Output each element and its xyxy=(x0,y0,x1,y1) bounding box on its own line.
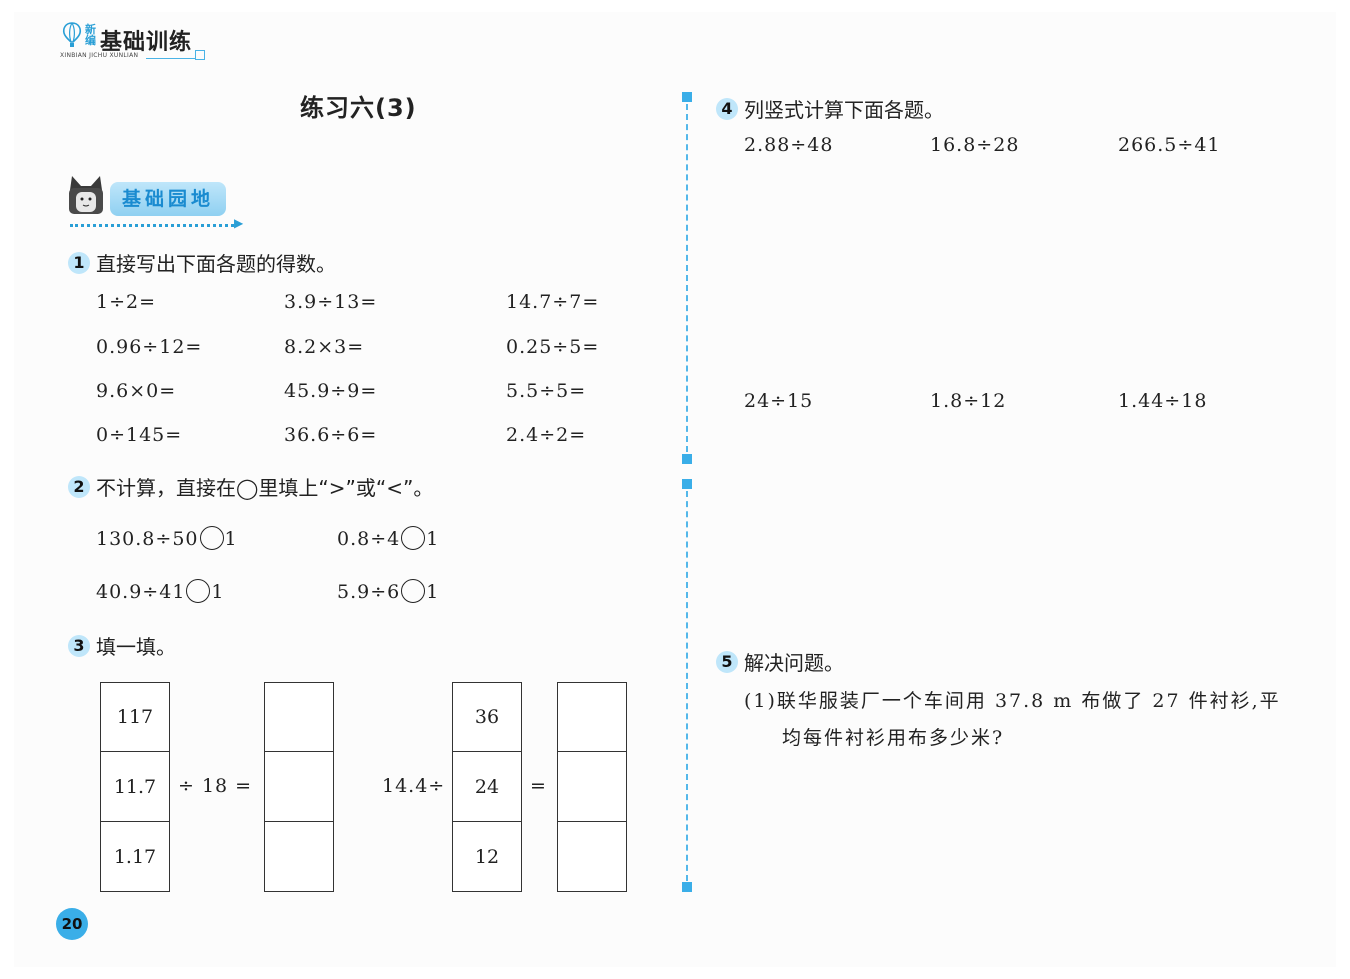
q5-number: 5 xyxy=(716,650,738,673)
q1-expr: 9.6×0= xyxy=(96,380,177,402)
divider-marker xyxy=(682,882,692,892)
q2-number: 2 xyxy=(68,475,90,498)
q3-cell: 12 xyxy=(452,822,522,892)
q2-value: 1 xyxy=(211,581,225,603)
answer-circle[interactable] xyxy=(401,579,426,603)
q3-left-dividends: 117 11.7 1.17 xyxy=(100,682,170,892)
page-background xyxy=(14,12,1336,967)
q2-value: 1 xyxy=(426,581,440,603)
q1-expr: 8.2×3= xyxy=(284,336,365,358)
q2-heading: 2 不计算，直接在◯里填上“>”或“<”。 xyxy=(68,472,433,501)
q3-left-operator: ÷ 18 = xyxy=(178,775,253,797)
q3-number: 3 xyxy=(68,634,90,657)
balloon-icon xyxy=(62,22,82,47)
cat-mascot-icon xyxy=(69,176,103,214)
q1-expr: 45.9÷9= xyxy=(284,380,378,402)
q2-text: 不计算，直接在◯里填上“>”或“<”。 xyxy=(96,476,434,500)
q1-expr: 0.25÷5= xyxy=(506,336,600,358)
dashed-divider xyxy=(686,104,688,452)
q2-value: 1 xyxy=(224,528,238,550)
section-banner: 基础园地 ▶ xyxy=(66,172,256,232)
q4-text: 列竖式计算下面各题。 xyxy=(744,98,944,122)
q3-text: 填一填。 xyxy=(96,635,176,659)
q1-expr: 14.7÷7= xyxy=(506,291,600,313)
q5-problem-line: 均每件衬衫用布多少米? xyxy=(782,727,1005,749)
q3-right-divisors: 36 24 12 xyxy=(452,682,522,892)
q4-expr: 16.8÷28 xyxy=(930,134,1020,156)
q1-expr: 36.6÷6= xyxy=(284,424,378,446)
logo-title: 基础训练 xyxy=(100,30,193,55)
page-number: 20 xyxy=(56,908,88,940)
logo-square xyxy=(195,50,205,60)
answer-box[interactable] xyxy=(264,822,334,892)
q5-problem-line: (1)联华服装厂一个车间用 37.8 m 布做了 27 件衬衫,平 xyxy=(744,690,1281,712)
q1-expr: 3.9÷13= xyxy=(284,291,378,313)
q2-item: 5.9÷6 1 xyxy=(337,579,439,603)
q3-right-answers xyxy=(557,682,627,892)
q3-right-equals: = xyxy=(530,775,547,797)
logo-pinyin: XINBIAN JICHU XUNLIAN xyxy=(60,52,139,59)
q3-heading: 3 填一填。 xyxy=(68,631,176,660)
q3-left-answers xyxy=(264,682,334,892)
answer-box[interactable] xyxy=(264,682,334,752)
q3-right-prefix: 14.4÷ xyxy=(382,775,446,797)
answer-box[interactable] xyxy=(557,822,627,892)
q3-cell: 36 xyxy=(452,682,522,752)
page-title: 练习六(3) xyxy=(300,94,417,122)
q4-expr: 24÷15 xyxy=(744,390,814,412)
q4-expr: 266.5÷41 xyxy=(1118,134,1221,156)
q2-expression: 0.8÷4 xyxy=(337,528,401,550)
q2-value: 1 xyxy=(426,528,440,550)
brand-logo: 新编 基础训练 XINBIAN JICHU XUNLIAN xyxy=(60,20,210,64)
q4-expr: 1.8÷12 xyxy=(930,390,1007,412)
q1-number: 1 xyxy=(68,251,90,274)
answer-box[interactable] xyxy=(557,752,627,822)
logo-new-label: 新编 xyxy=(85,23,96,47)
q1-heading: 1 直接写出下面各题的得数。 xyxy=(68,248,336,277)
q4-heading: 4 列竖式计算下面各题。 xyxy=(716,94,944,123)
q1-expr: 0÷145= xyxy=(96,424,183,446)
q3-cell: 24 xyxy=(452,752,522,822)
q5-text: 解决问题。 xyxy=(744,651,844,675)
divider-marker xyxy=(682,479,692,489)
q1-expr: 1÷2= xyxy=(96,291,157,313)
q1-expr: 0.96÷12= xyxy=(96,336,203,358)
answer-box[interactable] xyxy=(264,752,334,822)
answer-circle[interactable] xyxy=(401,526,426,550)
q3-cell: 1.17 xyxy=(100,822,170,892)
q2-item: 40.9÷41 1 xyxy=(96,579,225,603)
q4-number: 4 xyxy=(716,97,738,120)
q2-expression: 130.8÷50 xyxy=(96,528,199,550)
q4-expr: 2.88÷48 xyxy=(744,134,834,156)
answer-box[interactable] xyxy=(557,682,627,752)
q2-item: 130.8÷50 1 xyxy=(96,526,238,550)
q1-expr: 5.5÷5= xyxy=(506,380,587,402)
logo-underline xyxy=(146,55,196,59)
q3-cell: 117 xyxy=(100,682,170,752)
dashed-divider xyxy=(686,491,688,881)
q1-text: 直接写出下面各题的得数。 xyxy=(96,252,336,276)
section-label: 基础园地 xyxy=(110,182,226,216)
q4-expr: 1.44÷18 xyxy=(1118,390,1208,412)
arrow-right-icon: ▶ xyxy=(234,216,244,230)
q1-expr: 2.4÷2= xyxy=(506,424,587,446)
q2-expression: 40.9÷41 xyxy=(96,581,186,603)
q5-heading: 5 解决问题。 xyxy=(716,647,844,676)
divider-marker xyxy=(682,454,692,464)
answer-circle[interactable] xyxy=(186,579,211,603)
q2-item: 0.8÷4 1 xyxy=(337,526,439,550)
q3-cell: 11.7 xyxy=(100,752,170,822)
banner-dotted-line xyxy=(70,220,234,227)
q2-expression: 5.9÷6 xyxy=(337,581,401,603)
divider-marker xyxy=(682,92,692,102)
answer-circle[interactable] xyxy=(199,526,224,550)
